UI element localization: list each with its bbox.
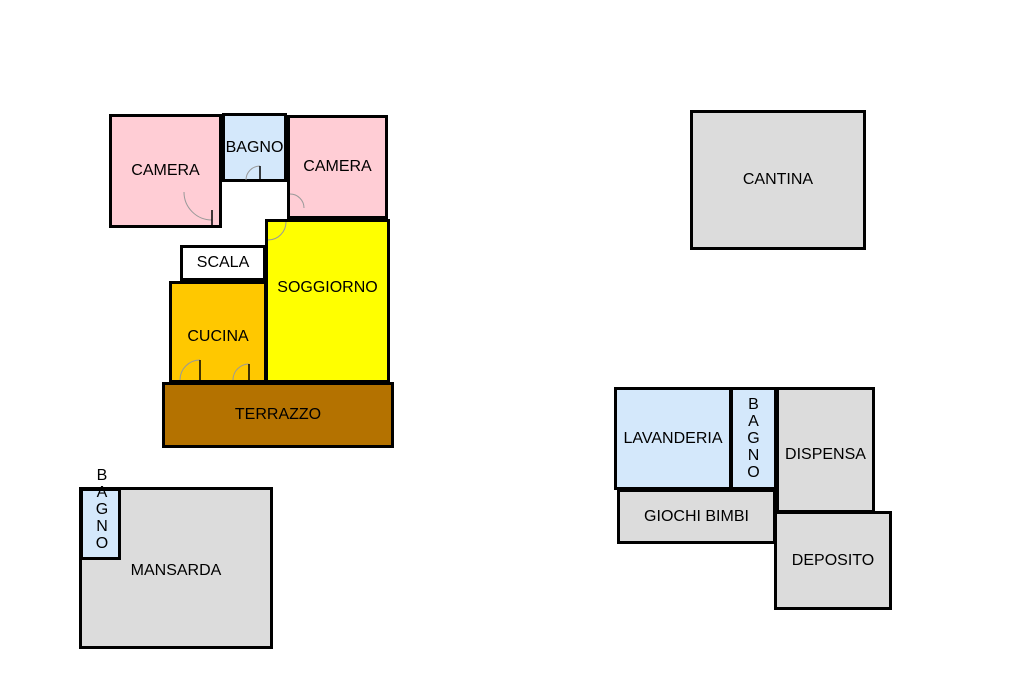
- door-arc-soggiorno: [267, 221, 287, 241]
- room-label: CANTINA: [742, 171, 814, 188]
- room-label: CAMERA: [131, 162, 200, 179]
- door-arc-bagno: [245, 165, 261, 181]
- door-arc-cucina-1: [179, 359, 201, 381]
- room-terrazzo: TERRAZZO: [162, 382, 394, 448]
- room-label: MANSARDA: [130, 562, 222, 579]
- room-scala: SCALA: [180, 245, 266, 281]
- room-label: BAGNO: [225, 138, 284, 156]
- room-label: SOGGIORNO: [277, 279, 378, 296]
- room-dispensa: DISPENSA: [776, 387, 875, 513]
- door-arc-camera-left: [183, 191, 213, 221]
- room-label: GIOCHI BIMBI: [644, 507, 749, 525]
- door-arc-camera-right: [289, 193, 305, 209]
- room-label: TERRAZZO: [234, 406, 322, 423]
- room-camera-right: CAMERA: [287, 115, 388, 219]
- room-giochi-bimbi: GIOCHI BIMBI: [617, 489, 776, 544]
- room-label: SCALA: [196, 254, 250, 271]
- room-soggiorno: SOGGIORNO: [265, 219, 390, 383]
- room-lavanderia: LAVANDERIA: [614, 387, 732, 490]
- room-cantina: CANTINA: [690, 110, 866, 250]
- room-camera-left: CAMERA: [109, 114, 222, 228]
- bagno-mansarda-label: B A G N O: [95, 467, 109, 552]
- room-label: LAVANDERIA: [623, 429, 723, 447]
- room-bagno-basement: B A G N O: [730, 387, 777, 490]
- room-label: DEPOSITO: [791, 551, 875, 569]
- room-bagno-mansarda: [80, 488, 121, 560]
- door-arc-cucina-2: [232, 363, 250, 381]
- room-label: CUCINA: [187, 328, 249, 345]
- room-label: CAMERA: [303, 158, 372, 175]
- room-label: DISPENSA: [785, 446, 866, 463]
- room-deposito: DEPOSITO: [774, 511, 892, 610]
- room-bagno-top: BAGNO: [222, 113, 287, 182]
